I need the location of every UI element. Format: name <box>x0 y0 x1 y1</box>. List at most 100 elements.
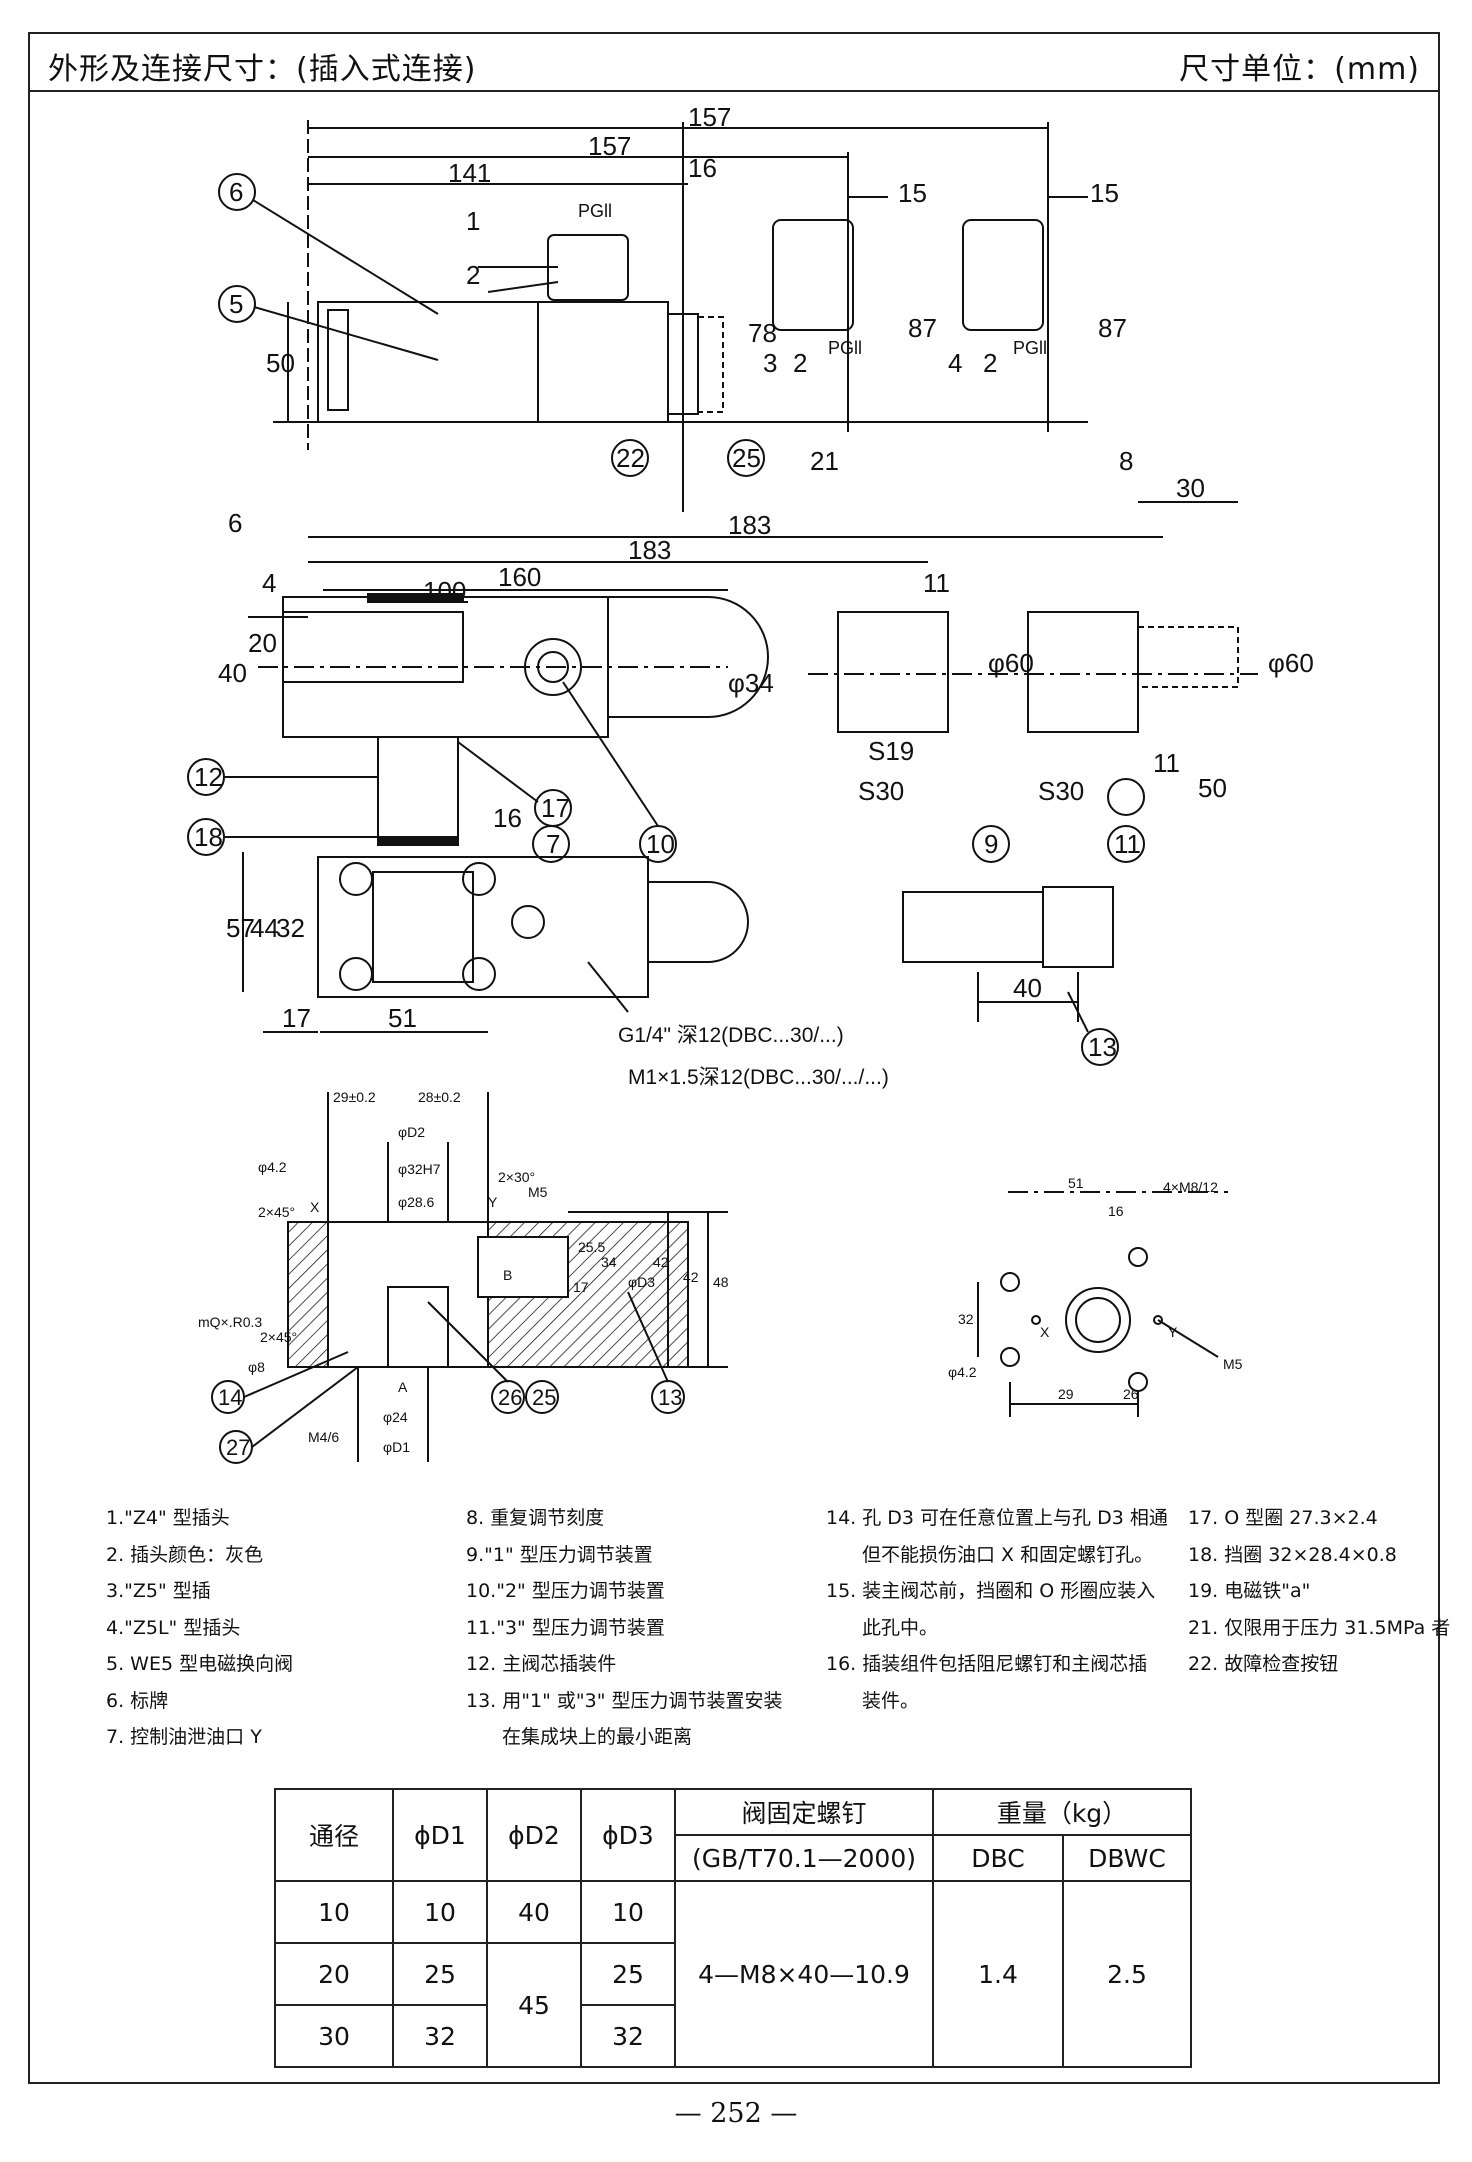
cell-d1: 32 <box>392 2004 488 2068</box>
cell-dn: 10 <box>274 1880 394 1944</box>
view-plan-labels: 183 183 160 100 4 20 40 11 30 11 50 16 φ… <box>194 446 1314 859</box>
dim-label: 51 <box>388 1003 417 1033</box>
dim-label: 34 <box>601 1254 617 1270</box>
dim-label: X <box>310 1199 320 1215</box>
dim-label: φ28.6 <box>398 1194 435 1210</box>
legend-item: 17. O 型圈 27.3×2.4 <box>1188 1507 1378 1529</box>
view-hole-pattern-labels: 51 16 4×M8/12 32 φ4.2 29 26 M5 X Y <box>948 1175 1243 1402</box>
legend-item: 15. 装主阀芯前，挡圈和 O 形圈应装入 <box>826 1580 1156 1602</box>
callout-number: 10 <box>646 829 675 859</box>
legend-item: 22. 故障检查按钮 <box>1188 1653 1339 1675</box>
dim-label: 48 <box>713 1274 729 1290</box>
callout-number: 13 <box>1088 1032 1117 1062</box>
th-dn: 通径 <box>274 1788 394 1882</box>
wrench-label: S30 <box>858 776 904 806</box>
callout-number: 2 <box>466 260 480 290</box>
dim-label: 51 <box>1068 1175 1084 1191</box>
dim-label: 32 <box>276 913 305 943</box>
callout-number: 2 <box>793 348 807 378</box>
dim-label: Y <box>488 1194 498 1210</box>
dim-label: 20 <box>248 628 277 658</box>
dim-label: 57 <box>226 913 255 943</box>
dim-label: 4×M8/12 <box>1163 1179 1218 1195</box>
dim-label: φ4.2 <box>948 1364 977 1380</box>
diameter-label: φ34 <box>728 668 774 698</box>
dim-label: 15 <box>1090 178 1119 208</box>
view-section-callouts: 14 27 26 25 13 <box>218 1385 682 1460</box>
legend-item: 14. 孔 D3 可在任意位置上与孔 D3 相通 <box>826 1507 1168 1529</box>
th-d2: ϕD2 <box>486 1788 582 1882</box>
th-dbc: DBC <box>932 1834 1064 1882</box>
dim-label: 2×30° <box>498 1169 535 1185</box>
plug-label: PGll <box>828 338 862 358</box>
legend-item: 装件。 <box>862 1689 920 1712</box>
callout-number: 6 <box>228 508 242 538</box>
th-screw: 阀固定螺钉 <box>674 1788 934 1836</box>
dim-label: φD3 <box>628 1274 655 1290</box>
legend-column: 8. 重复调节刻度 9."1" 型压力调节装置 10."2" 型压力调节装置 1… <box>466 1500 782 1756</box>
legend-item: 但不能损伤油口 X 和固定螺钉孔。 <box>862 1543 1154 1566</box>
dim-label: 16 <box>493 803 522 833</box>
dim-label: 2×45° <box>260 1329 297 1345</box>
legend-item: 5. WE5 型电磁换向阀 <box>106 1653 294 1675</box>
callout-number: 26 <box>498 1385 522 1410</box>
view-mounting <box>242 852 1119 1066</box>
dim-label: 50 <box>266 348 295 378</box>
cell-d3: 25 <box>580 1942 676 2006</box>
view-plan <box>187 501 1258 863</box>
dim-label: 2×45° <box>258 1204 295 1220</box>
dim-label: 157 <box>688 102 731 132</box>
legend-item: 在集成块上的最小距离 <box>502 1726 693 1748</box>
legend-item: 1."Z4" 型插头 <box>106 1507 230 1529</box>
cell-dn: 20 <box>274 1942 394 2006</box>
callout-number: 9 <box>984 829 998 859</box>
callout-number: 4 <box>948 348 962 378</box>
dim-label: 40 <box>1013 973 1042 1003</box>
legend-item: 10."2" 型压力调节装置 <box>466 1580 665 1602</box>
dim-label: 4 <box>262 568 276 598</box>
page-title: 外形及连接尺寸：(插入式连接) <box>48 52 477 87</box>
cell-screw: 4—M8×40—10.9 <box>674 1880 934 2068</box>
legend-column: 17. O 型圈 27.3×2.4 18. 挡圈 32×28.4×0.8 19.… <box>1188 1500 1450 1683</box>
callout-number: 5 <box>229 289 243 319</box>
legend-item: 此孔中。 <box>862 1616 939 1639</box>
th-weight: 重量（kg） <box>932 1788 1192 1836</box>
port-note: G1/4" 深12(DBC...30/...) <box>618 1024 844 1047</box>
dim-label: 50 <box>1198 773 1227 803</box>
view-section <box>211 1092 728 1464</box>
cell-d2: 40 <box>486 1880 582 1944</box>
legend-item: 9."1" 型压力调节装置 <box>466 1543 653 1566</box>
dim-label: 17 <box>282 1003 311 1033</box>
dim-label: A <box>398 1379 408 1395</box>
callout-number: 2 <box>983 348 997 378</box>
cell-d2-merged: 45 <box>486 1942 582 2068</box>
dim-label: 29 <box>1058 1386 1074 1402</box>
legend-item: 4."Z5L" 型插头 <box>106 1616 241 1639</box>
cell-d1: 25 <box>392 1942 488 2006</box>
dim-label: Y <box>1168 1324 1178 1340</box>
callout-number: 3 <box>763 348 777 378</box>
th-dbwc: DBWC <box>1062 1834 1192 1882</box>
dim-label: φD2 <box>398 1124 425 1140</box>
dim-label: φ4.2 <box>258 1159 287 1175</box>
legend-column: 14. 孔 D3 可在任意位置上与孔 D3 相通 但不能损伤油口 X 和固定螺钉… <box>826 1500 1168 1719</box>
cartridge <box>377 736 459 838</box>
dim-label: 11 <box>923 568 950 598</box>
dim-label: 100 <box>423 576 466 606</box>
legend-item: 16. 插装组件包括阻尼螺钉和主阀芯插 <box>826 1653 1148 1675</box>
view-elevation <box>218 120 1088 512</box>
legend-item: 19. 电磁铁"a" <box>1188 1580 1311 1602</box>
cell-d1: 10 <box>392 1880 488 1944</box>
legend-item: 3."Z5" 型插 <box>106 1580 211 1602</box>
legend-column: 1."Z4" 型插头 2. 插头颜色：灰色 3."Z5" 型插 4."Z5L" … <box>106 1500 293 1756</box>
th-screw-standard: (GB/T70.1—2000) <box>674 1834 934 1882</box>
unit-label: 尺寸单位：(mm) <box>1179 52 1420 87</box>
dim-label: 141 <box>448 158 491 188</box>
legend-item: 6. 标牌 <box>106 1689 169 1712</box>
dim-label: X <box>1040 1324 1050 1340</box>
legend-item: 13. 用"1" 或"3" 型压力调节装置安装 <box>466 1689 783 1712</box>
legend-item: 21. 仅限用于压力 31.5MPa 者 <box>1188 1616 1451 1639</box>
wrench-label: S19 <box>868 736 914 766</box>
dim-label: 11 <box>1153 748 1180 778</box>
callout-number: 21 <box>810 446 839 476</box>
